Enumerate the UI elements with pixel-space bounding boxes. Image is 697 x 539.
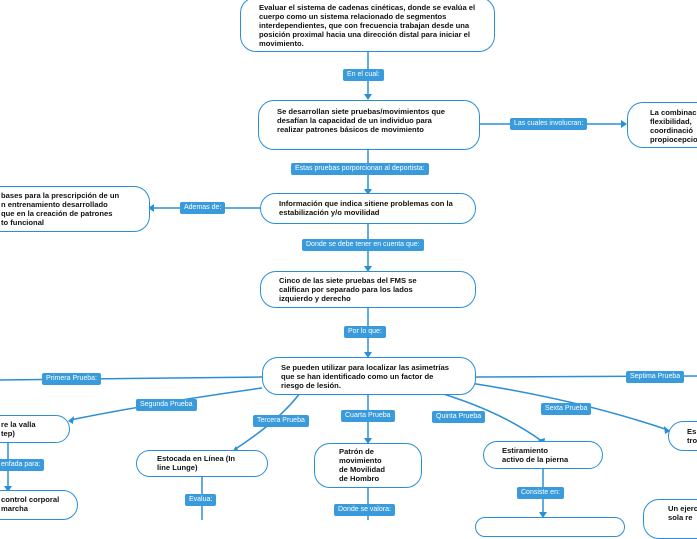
link-proporcionan[interactable]: Estas pruebas porporcionan al deportista… — [291, 163, 429, 175]
shoulder-node[interactable]: Patrón de movimiento de Movilidad de Hom… — [314, 443, 422, 488]
exercise-node[interactable]: Un ejerc sola re — [643, 499, 697, 539]
link-septima-prueba[interactable]: Septima Prueba — [626, 371, 685, 383]
link-sexta-prueba[interactable]: Sexta Prueba — [541, 403, 592, 415]
combination-node[interactable]: La combinac flexibilidad, coordinació pr… — [627, 102, 697, 148]
root-node[interactable]: Evaluar el sistema de cadenas cinéticas,… — [240, 0, 495, 52]
link-ademas[interactable]: Ademas de: — [180, 202, 226, 214]
bottom-partial-node[interactable] — [475, 517, 625, 537]
five-of-seven-node[interactable]: Cinco de las siete pruebas del FMS se ca… — [260, 271, 476, 308]
link-tercera-prueba[interactable]: Tercera Prueba — [253, 415, 309, 427]
leg-raise-node[interactable]: Estiramiento activo de la pierna — [483, 441, 603, 469]
link-segunda-prueba[interactable]: Segunda Prueba — [136, 399, 197, 411]
link-consiste[interactable]: Consiste en: — [517, 487, 564, 499]
link-cuarta-prueba[interactable]: Cuarta Prueba — [341, 410, 395, 422]
link-evalua[interactable]: Evalua: — [185, 494, 217, 506]
link-quinta-prueba[interactable]: Quinta Prueba — [432, 411, 486, 423]
lunge-node[interactable]: Estocada en Línea (In line Lunge) — [136, 450, 268, 477]
link-por-lo-que[interactable]: Por lo que: — [344, 326, 386, 338]
link-primera-prueba[interactable]: Primera Prueba: — [42, 373, 101, 385]
link-se-valora[interactable]: Donde se valora: — [334, 504, 395, 516]
sixth-test-node[interactable]: Es tro — [668, 421, 697, 451]
link-donde-tener[interactable]: Donde se debe tener en cuenta que: — [302, 239, 424, 251]
bases-node[interactable]: bases para la prescripción de un n entre… — [0, 186, 150, 232]
link-en-el-cual[interactable]: En el cual: — [343, 69, 384, 81]
control-node[interactable]: control corporal marcha — [0, 490, 78, 520]
link-involucran[interactable]: Las cuales involucran: — [510, 118, 588, 130]
valla-node[interactable]: re la valla tep) — [0, 415, 70, 443]
link-enfada-para[interactable]: enfada para: — [0, 459, 45, 471]
asymmetries-node[interactable]: Se pueden utilizar para localizar las as… — [262, 357, 476, 395]
seven-tests-node[interactable]: Se desarrollan siete pruebas/movimientos… — [258, 100, 480, 150]
information-node[interactable]: Información que indica sitiene problemas… — [260, 193, 476, 224]
